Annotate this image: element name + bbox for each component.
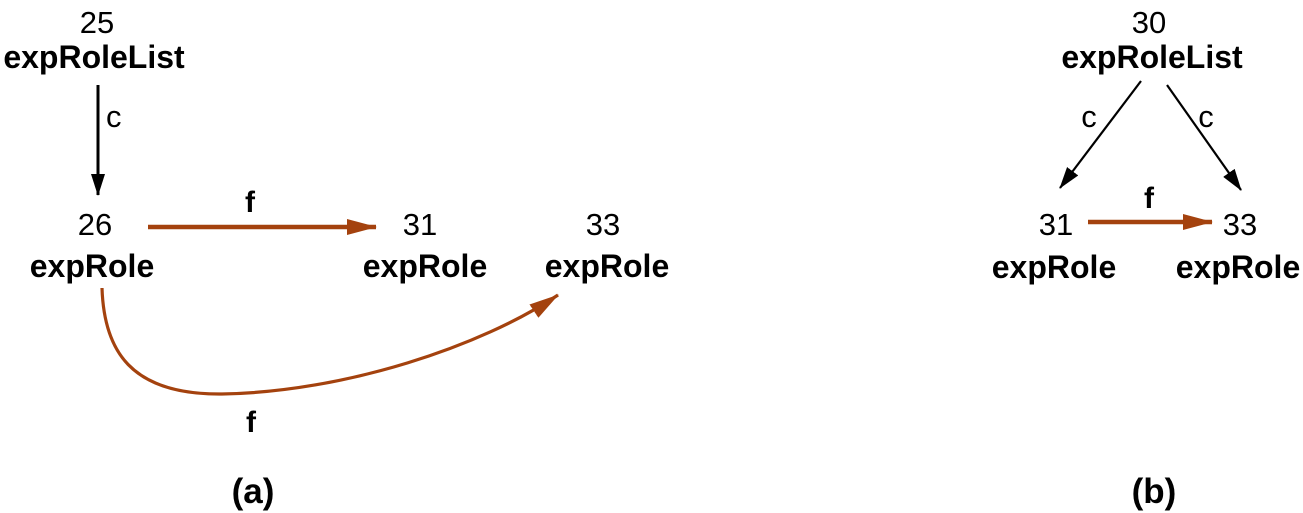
- node-label-exprole26: expRole: [30, 248, 154, 284]
- node-label-exprole31-a: expRole: [363, 248, 487, 284]
- c-edge-label-a: c: [106, 99, 122, 134]
- f-edge-label-26-31: f: [245, 186, 256, 219]
- node-label-exprole33-a: expRole: [545, 248, 669, 284]
- caption-b: (b): [1132, 472, 1177, 511]
- diagram-b: 30 expRoleList c c f 31 expRole 33 expRo…: [992, 5, 1300, 511]
- node-id-exprolelist-a: 25: [80, 5, 114, 40]
- c-edge-label-30-33: c: [1198, 99, 1214, 134]
- f-edge-label-31-33: f: [1144, 182, 1155, 215]
- node-id-exprole26: 26: [78, 207, 112, 242]
- node-label-exprolelist-b: expRoleList: [1061, 39, 1243, 75]
- node-label-exprole33-b: expRole: [1176, 249, 1300, 285]
- node-label-exprolelist-a: expRoleList: [3, 39, 185, 75]
- caption-a: (a): [232, 472, 275, 511]
- node-id-exprole31-b: 31: [1039, 207, 1073, 242]
- f-edge-26-33: [100, 287, 559, 396]
- node-id-exprolelist-b: 30: [1132, 5, 1166, 40]
- node-id-exprole31-a: 31: [403, 207, 437, 242]
- f-edge-label-26-33: f: [246, 406, 257, 439]
- node-id-exprole33-a: 33: [586, 207, 620, 242]
- node-id-exprole33-b: 33: [1223, 207, 1257, 242]
- c-edge-30-31: [1059, 80, 1142, 189]
- c-edge-label-30-31: c: [1081, 99, 1097, 134]
- c-edge-30-33: [1166, 84, 1242, 191]
- diagram-a: 25 expRoleList c 26 expRole f 31 expRole…: [3, 5, 669, 511]
- node-label-exprole31-b: expRole: [992, 249, 1116, 285]
